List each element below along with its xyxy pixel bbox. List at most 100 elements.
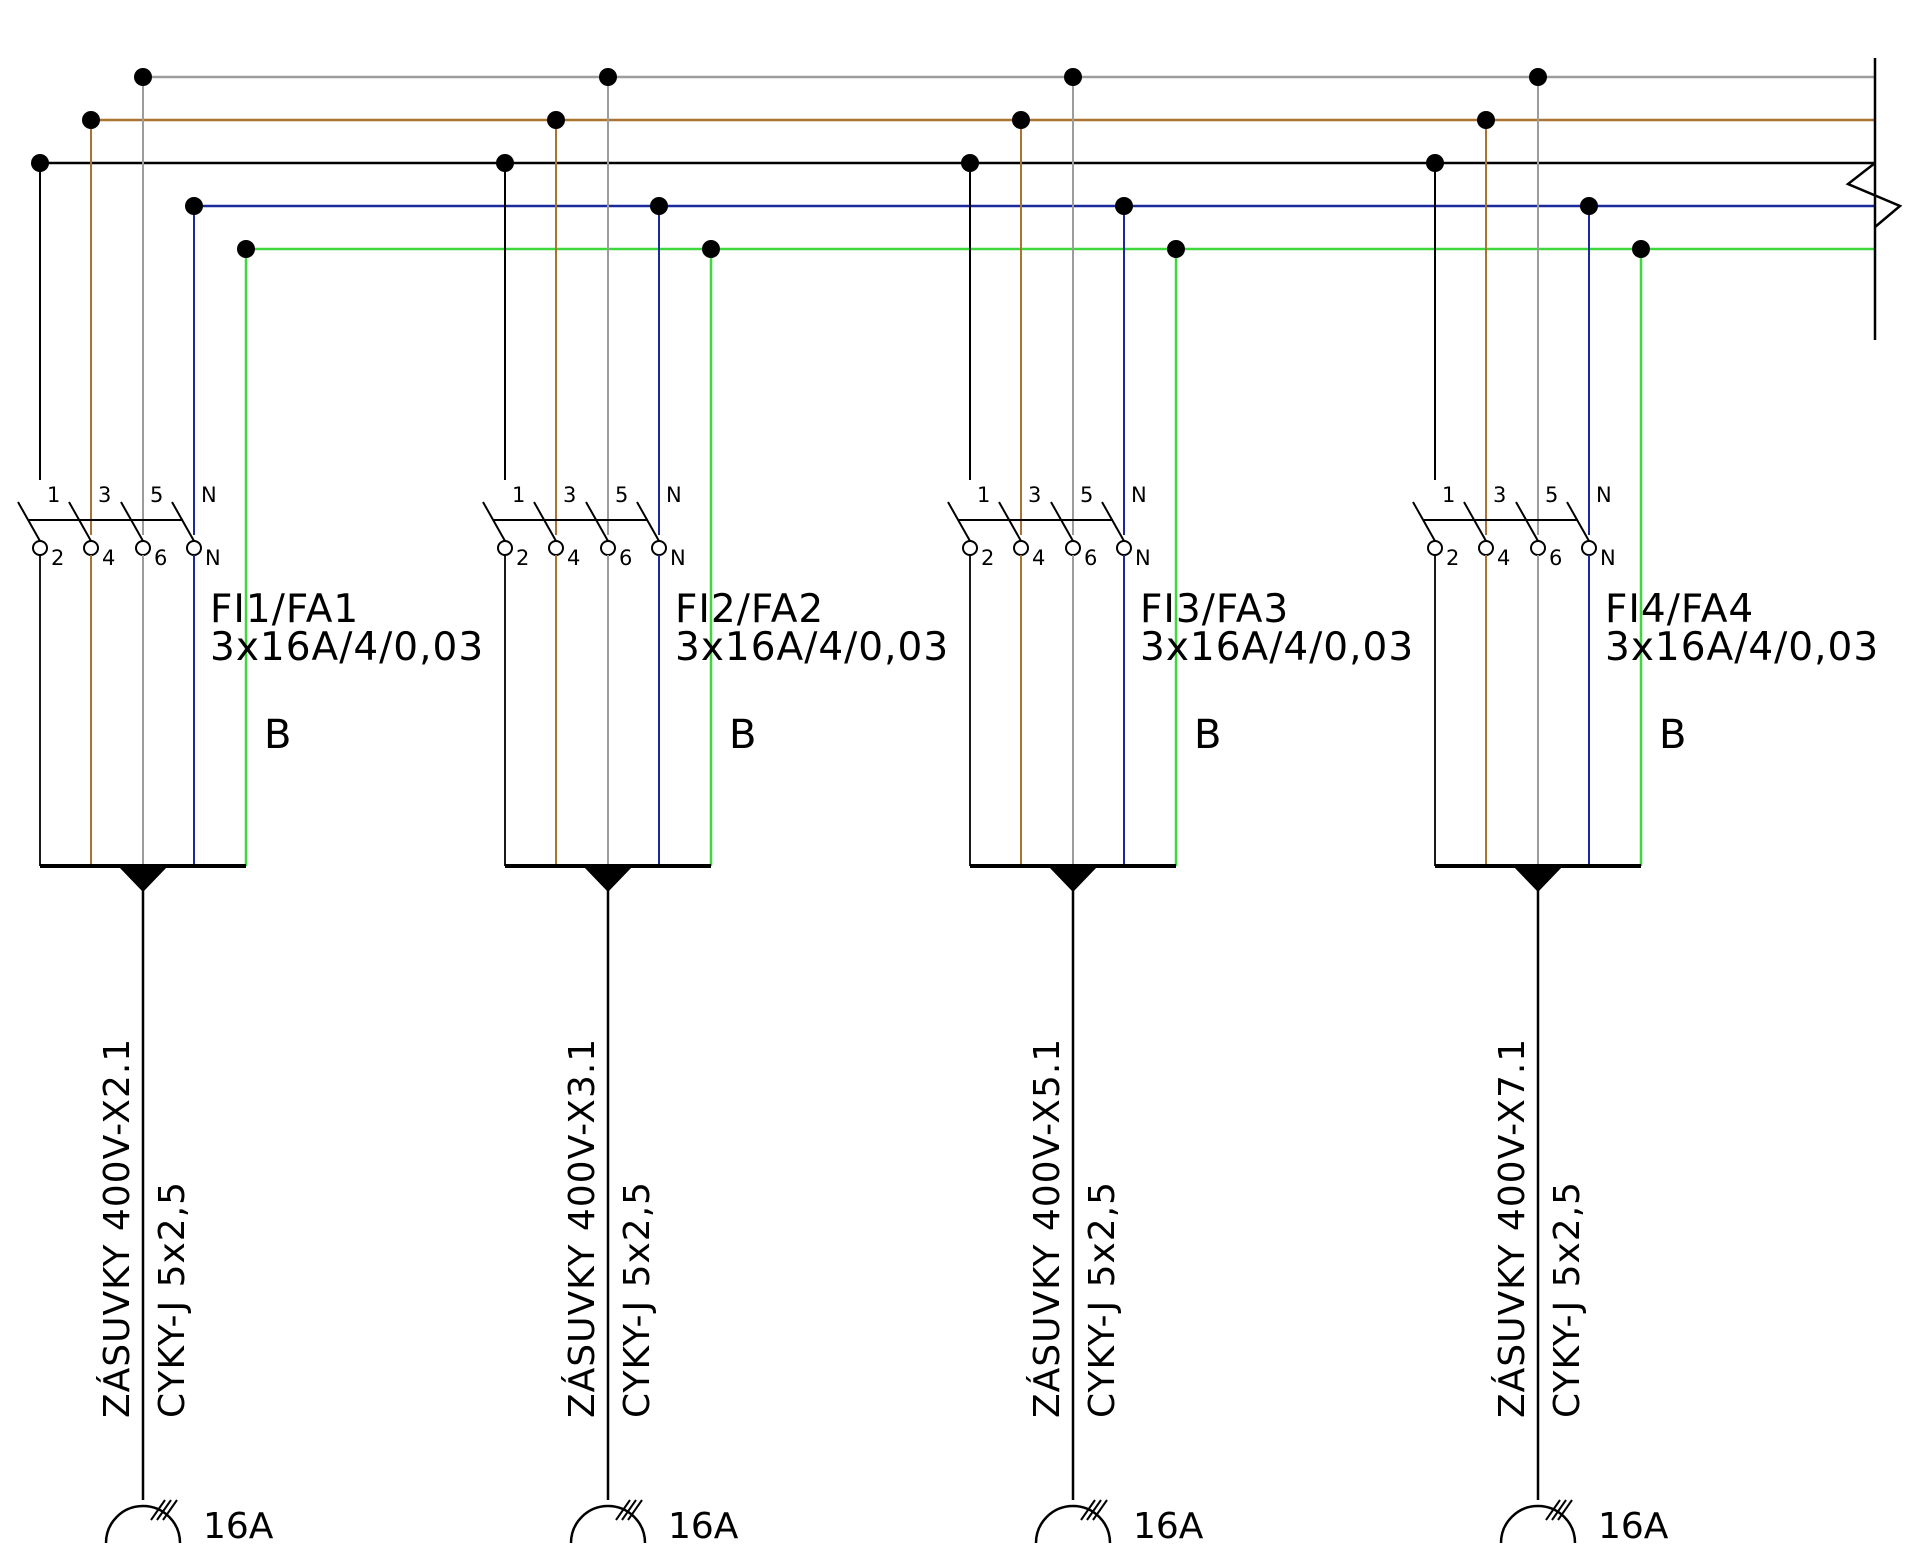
socket-tick (150, 1499, 166, 1521)
junction-dot (650, 197, 668, 215)
rating-label: 3x16A/4/0,03 (1605, 625, 1879, 670)
rating-label: 3x16A/4/0,03 (1140, 625, 1414, 670)
contact-circle (1116, 540, 1132, 556)
pin-label-out: N (1600, 546, 1616, 570)
switch-blade (1101, 501, 1125, 542)
socket-symbol (1499, 1504, 1577, 1544)
pin-label-out: 4 (1032, 546, 1045, 570)
contact-circle (600, 540, 616, 556)
pin-label-out: 4 (567, 546, 580, 570)
pin-label-in: 1 (1442, 483, 1455, 507)
switch-blade (585, 501, 609, 542)
pin-label-out: 2 (516, 546, 529, 570)
pin-label-in: 3 (563, 483, 576, 507)
contact-circle (548, 540, 564, 556)
pin-label-in: 5 (615, 483, 628, 507)
pin-label-out: 6 (154, 546, 167, 570)
socket-tick (627, 1499, 643, 1521)
pin-label-out: N (205, 546, 221, 570)
pin-label-out: 2 (1446, 546, 1459, 570)
socket-symbol (569, 1504, 647, 1544)
contact-circle (1427, 540, 1443, 556)
pin-label-in: 5 (1545, 483, 1558, 507)
junction-dot (496, 154, 514, 172)
socket-rating-label: 16A (203, 1506, 274, 1547)
junction-dot (1167, 240, 1185, 258)
socket-symbol (104, 1504, 182, 1544)
pin-label-in: 5 (150, 483, 163, 507)
socket-tick (1551, 1499, 1567, 1521)
switch-blade (1050, 501, 1074, 542)
device-label: FI4/FA4 (1605, 587, 1754, 632)
junction-dot (1426, 154, 1444, 172)
contact-circle (186, 540, 202, 556)
junction-dot (1580, 197, 1598, 215)
socket-symbol (1034, 1504, 1112, 1544)
junction-dot (237, 240, 255, 258)
pin-label-in: 1 (47, 483, 60, 507)
switch-blade (120, 501, 144, 542)
contact-circle (1013, 540, 1029, 556)
junction-dot (185, 197, 203, 215)
junction-dot (1632, 240, 1650, 258)
device-label: FI1/FA1 (210, 587, 359, 632)
device-label: FI2/FA2 (675, 587, 824, 632)
characteristic-label: B (1194, 712, 1221, 758)
socket-tick (162, 1499, 178, 1521)
junction-dot (1064, 68, 1082, 86)
socket-tick (1080, 1499, 1096, 1521)
pin-label-out: 6 (1084, 546, 1097, 570)
switch-blade (1412, 501, 1436, 542)
switch-blade (482, 501, 506, 542)
pin-label-in: 3 (98, 483, 111, 507)
bus-break-symbol (1845, 162, 1903, 228)
pin-label-out: 6 (619, 546, 632, 570)
socket-tick (615, 1499, 631, 1521)
pin-label-out: N (670, 546, 686, 570)
device-label: FI3/FA3 (1140, 587, 1289, 632)
pin-label-in: N (1131, 483, 1147, 507)
contact-circle (651, 540, 667, 556)
contact-circle (497, 540, 513, 556)
characteristic-label: B (729, 712, 756, 758)
circuit-name-label: ZÁSUVKY 400V-X3.1 (561, 1038, 603, 1418)
cable-type-label: CYKY-J 5x2,5 (1547, 1181, 1588, 1418)
switch-blade (68, 501, 92, 542)
pin-label-in: 3 (1493, 483, 1506, 507)
contact-circle (1478, 540, 1494, 556)
switch-blade (1515, 501, 1539, 542)
junction-dot (134, 68, 152, 86)
socket-rating-label: 16A (668, 1506, 739, 1547)
circuits: 1 2 3 4 5 6 N N FI1/FA1 3x16A/4/0,03B ZÁSUVKY 400V… (17, 68, 1879, 1547)
pin-label-in: N (201, 483, 217, 507)
cable-type-label: CYKY-J 5x2,5 (1082, 1181, 1123, 1418)
socket-tick (621, 1499, 637, 1521)
switch-blade (1566, 501, 1590, 542)
pin-label-in: N (1596, 483, 1612, 507)
junction-dot (31, 154, 49, 172)
pin-label-in: N (666, 483, 682, 507)
rating-label: 3x16A/4/0,03 (675, 625, 949, 670)
switch-blade (636, 501, 660, 542)
contact-circle (1530, 540, 1546, 556)
junction-dot (1477, 111, 1495, 129)
junction-dot (1529, 68, 1547, 86)
contact-circle (1581, 540, 1597, 556)
socket-rating-label: 16A (1598, 1506, 1669, 1547)
characteristic-label: B (1659, 712, 1686, 758)
switch-blade (947, 501, 971, 542)
junction-dot (961, 154, 979, 172)
switch-blade (998, 501, 1022, 542)
pin-label-in: 3 (1028, 483, 1041, 507)
socket-tick (1557, 1499, 1573, 1521)
characteristic-label: B (264, 712, 291, 758)
socket-rating-label: 16A (1133, 1506, 1204, 1547)
socket-tick (156, 1499, 172, 1521)
switch-blade (17, 501, 41, 542)
pin-label-out: 2 (981, 546, 994, 570)
junction-dot (547, 111, 565, 129)
pin-label-out: 4 (102, 546, 115, 570)
contact-circle (962, 540, 978, 556)
